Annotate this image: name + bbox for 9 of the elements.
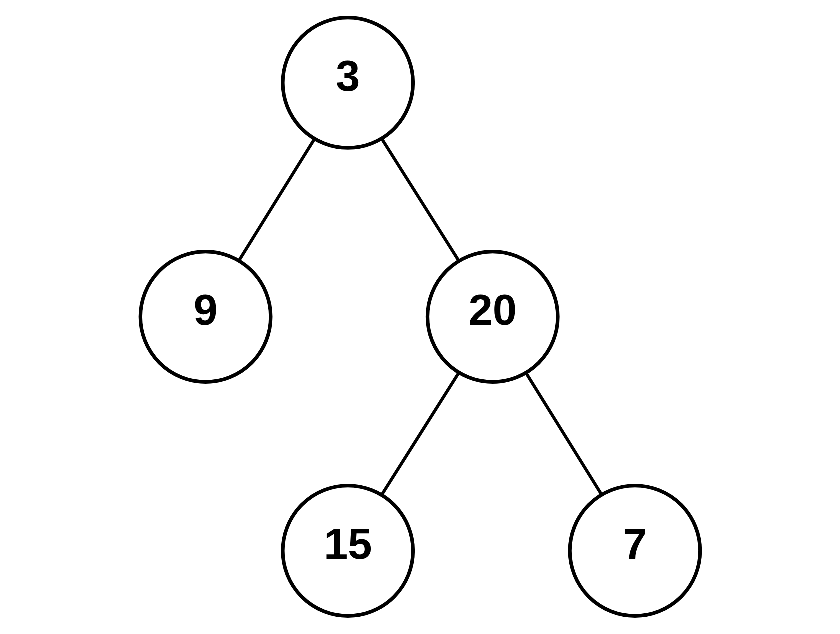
node-circle: 9 xyxy=(138,250,272,384)
connector xyxy=(237,138,316,262)
connector xyxy=(524,372,603,496)
node-circle: 7 xyxy=(568,484,702,618)
node-circle: 3 xyxy=(280,16,415,150)
node-circle: 15 xyxy=(280,484,415,618)
connector xyxy=(380,372,460,496)
node-circle: 20 xyxy=(425,250,560,384)
connector xyxy=(380,138,460,262)
